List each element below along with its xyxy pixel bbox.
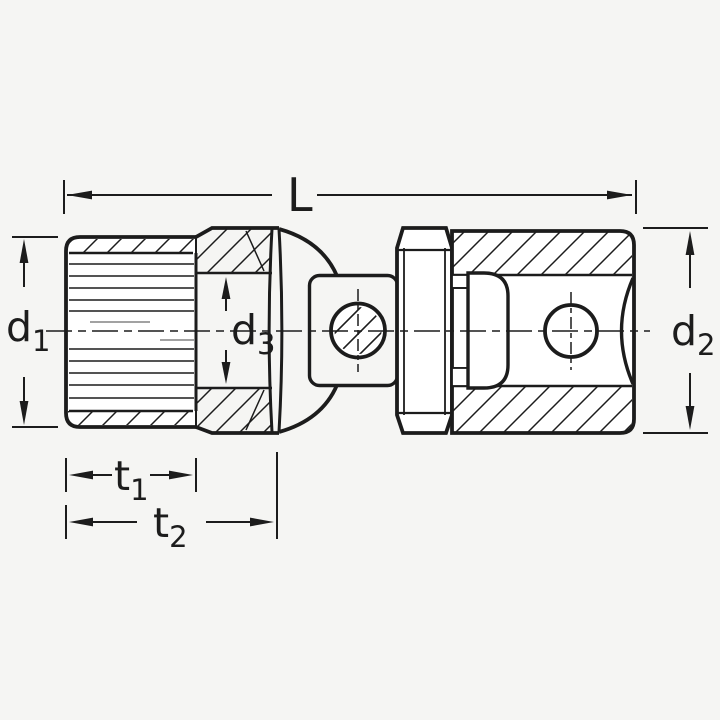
dim-d1-label: d1	[6, 303, 50, 358]
socket-bore-boundaries	[69, 251, 193, 413]
dimension-d2: d2	[643, 227, 715, 434]
collar-hatch-top	[196, 228, 272, 273]
dim-t2-arrowhead-right	[250, 517, 274, 527]
socket-left	[64, 235, 198, 429]
dim-d3-label: d3	[231, 306, 275, 361]
body-hatch-top	[453, 232, 632, 274]
dim-l-label: L	[287, 168, 313, 222]
collar-outline-bottom	[195, 425, 279, 435]
dim-d1-arrowhead-down	[19, 401, 29, 425]
dimension-length: L	[63, 168, 637, 222]
dimension-t2: t2	[65, 452, 278, 554]
dim-d3-arrowhead-up	[221, 277, 231, 299]
yoke-arc-top	[278, 227, 339, 277]
socket-left-body	[64, 235, 196, 429]
dim-d2-extension-lines	[643, 227, 708, 434]
socket-hatch-bottom	[68, 411, 195, 425]
body-hatch-bottom	[453, 387, 632, 432]
socket-spline-lines	[69, 263, 194, 399]
dimension-d3: d3	[221, 277, 275, 384]
socket-hatch-top	[68, 239, 195, 253]
dim-d1-arrowhead-up	[19, 239, 29, 263]
dim-l-arrowhead-right	[607, 190, 632, 200]
collar-neck	[195, 226, 284, 435]
dim-t2-arrowhead-left	[69, 517, 93, 527]
neck-boundary-lines	[196, 271, 272, 390]
socket-spline-faint-lines	[90, 321, 194, 341]
dim-d2-arrowhead-down	[685, 406, 695, 430]
body-right	[450, 229, 636, 435]
dim-t2-label: t2	[153, 499, 188, 554]
collar-hatch-bottom	[196, 388, 272, 433]
dim-t1-label: t1	[114, 452, 149, 507]
yoke-gap-strip-bottom	[451, 367, 469, 387]
yoke-left	[278, 227, 339, 434]
dim-l-arrowhead-left	[67, 190, 92, 200]
dim-l-ticks	[63, 180, 637, 214]
dimension-t1: t1	[65, 452, 197, 507]
dim-d3-arrowhead-down	[221, 362, 231, 384]
dim-d2-arrowhead-up	[685, 231, 695, 255]
collar-outline-top	[195, 226, 279, 239]
dimension-d1: d1	[6, 236, 58, 428]
yoke-gap-strip-top	[451, 274, 469, 289]
dim-d1-extension-lines	[12, 236, 58, 428]
yoke-arc-bottom	[278, 384, 339, 434]
dim-d2-label: d2	[671, 307, 715, 362]
dim-t1-ticks	[65, 458, 197, 492]
dim-t2-ticks	[65, 452, 278, 539]
dim-t1-arrowhead-right	[169, 470, 193, 480]
hex-facet-lines	[245, 230, 265, 431]
drive-cavity	[466, 271, 510, 390]
band-shoulder-lines	[397, 248, 452, 415]
dim-t1-arrowhead-left	[69, 470, 93, 480]
